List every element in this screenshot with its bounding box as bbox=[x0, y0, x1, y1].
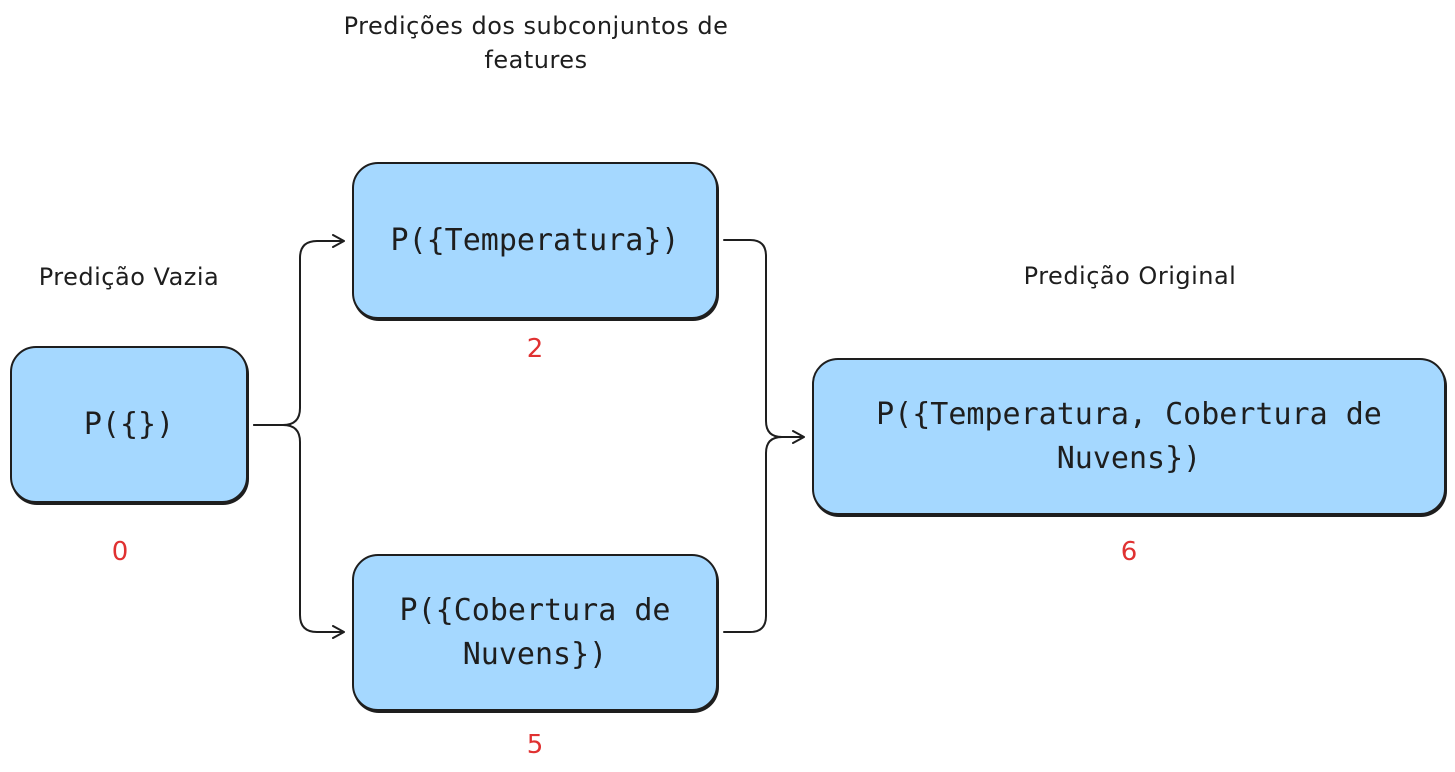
node-cobertura-de-nuvens: P({Cobertura de Nuvens}) bbox=[352, 554, 718, 711]
node-original-label: P({Temperatura, Cobertura de Nuvens}) bbox=[876, 396, 1382, 476]
node-empty-prediction: P({}) bbox=[10, 346, 248, 503]
node-temperatura: P({Temperatura}) bbox=[352, 162, 718, 319]
caption-subsets: Predições dos subconjuntos de features bbox=[343, 12, 729, 74]
edge-empty-to-temperatura bbox=[253, 234, 345, 426]
edge-empty-to-cobertura bbox=[253, 424, 345, 639]
edge-cobertura-to-original bbox=[723, 436, 804, 633]
edge-temperatura-to-original bbox=[723, 239, 805, 444]
caption-original-prediction: Predição Original bbox=[1023, 262, 1237, 290]
node-temperatura-label: P({Temperatura}) bbox=[390, 222, 680, 258]
node-cobertura-label: P({Cobertura de Nuvens}) bbox=[399, 592, 671, 672]
value-temperatura: 2 bbox=[526, 334, 544, 364]
value-empty: 0 bbox=[111, 537, 129, 567]
node-empty-label: P({}) bbox=[83, 406, 175, 442]
caption-empty-prediction: Predição Vazia bbox=[38, 263, 220, 291]
node-original-prediction: P({Temperatura, Cobertura de Nuvens}) bbox=[812, 358, 1446, 515]
value-cobertura: 5 bbox=[526, 730, 544, 760]
value-original: 6 bbox=[1120, 537, 1138, 567]
